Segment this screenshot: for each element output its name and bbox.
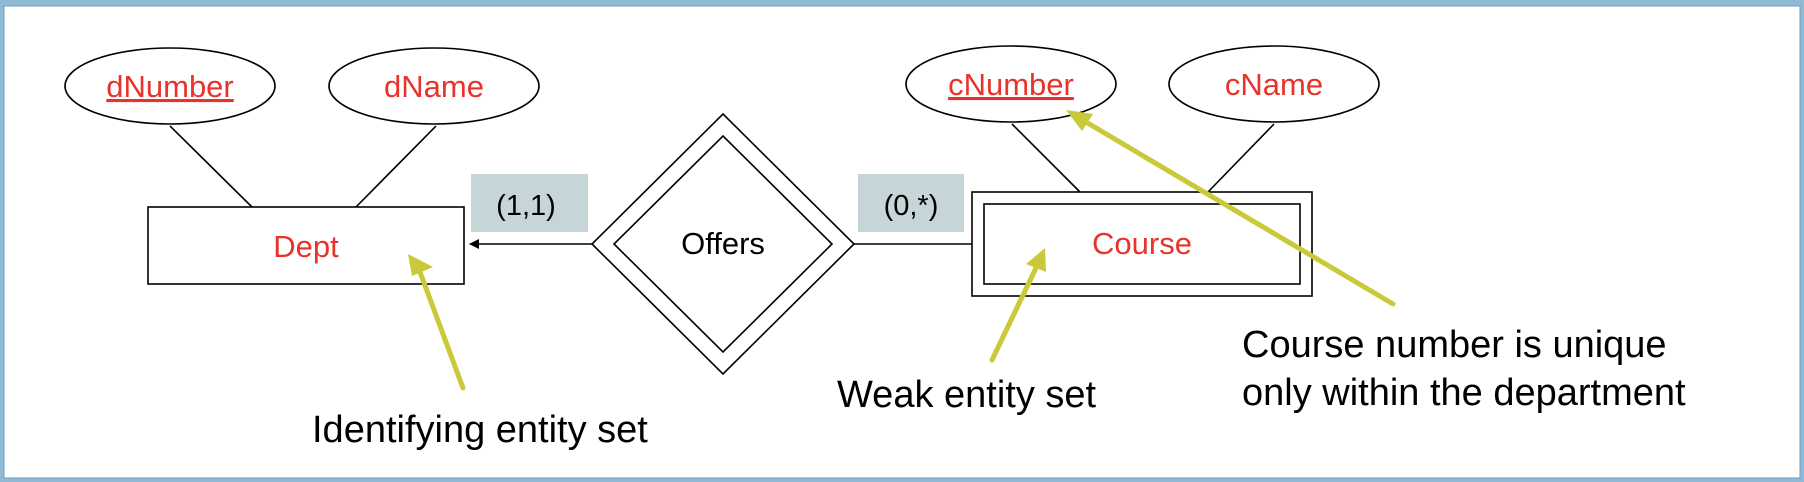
attribute-dname-oval bbox=[328, 47, 540, 125]
attribute-cname-oval bbox=[1168, 45, 1380, 123]
cardinality-dept: (1,1) bbox=[471, 174, 588, 232]
connectors bbox=[169, 123, 1275, 249]
relationship-offers-inner-diamond bbox=[612, 134, 834, 354]
attribute-dnumber: dNumber bbox=[64, 47, 276, 125]
dname-dept-line bbox=[355, 125, 437, 208]
unique-arrowhead bbox=[1066, 110, 1093, 131]
annotation-arrows bbox=[408, 110, 1396, 391]
attribute-dnumber-oval bbox=[64, 47, 276, 125]
entity-course-label: Course bbox=[1092, 226, 1192, 261]
annotation-weak: Weak entity set bbox=[837, 374, 1097, 416]
annotation-identifying: Identifying entity set bbox=[312, 409, 648, 451]
unique-arrow-shaft bbox=[1083, 119, 1396, 307]
weak-arrow-shaft bbox=[989, 265, 1039, 363]
cname-course-line bbox=[1207, 123, 1275, 193]
entity-course: Course bbox=[971, 191, 1313, 297]
cardinality-dept-label: (1,1) bbox=[496, 190, 556, 222]
attribute-dname: dName bbox=[328, 47, 540, 125]
cardinality-course-box bbox=[858, 174, 964, 232]
weak-arrowhead bbox=[1026, 248, 1046, 272]
attribute-dname-label: dName bbox=[384, 69, 484, 104]
relationship-offers-label: Offers bbox=[681, 226, 765, 261]
relationship-offers: Offers bbox=[590, 112, 856, 376]
identifying-arrowhead bbox=[408, 254, 433, 276]
attribute-dnumber-label: dNumber bbox=[106, 69, 234, 104]
annotation-unique-line1: Course number is unique bbox=[1242, 324, 1667, 366]
annotation-unique-line2: only within the department bbox=[1242, 372, 1686, 414]
attribute-cnumber-oval bbox=[905, 45, 1117, 123]
cardinality-course: (0,*) bbox=[858, 174, 964, 232]
attribute-cnumber: cNumber bbox=[905, 45, 1117, 123]
cardinality-course-label: (0,*) bbox=[884, 190, 939, 222]
attribute-cname: cName bbox=[1168, 45, 1380, 123]
cardinality-dept-box bbox=[471, 174, 588, 232]
dnumber-dept-line bbox=[169, 125, 253, 208]
identifying-arrow-shaft bbox=[417, 269, 466, 391]
entity-dept-label: Dept bbox=[273, 229, 339, 264]
attribute-cnumber-label: cNumber bbox=[948, 67, 1074, 102]
attribute-cname-label: cName bbox=[1225, 67, 1323, 102]
cnumber-course-line bbox=[1011, 123, 1081, 193]
